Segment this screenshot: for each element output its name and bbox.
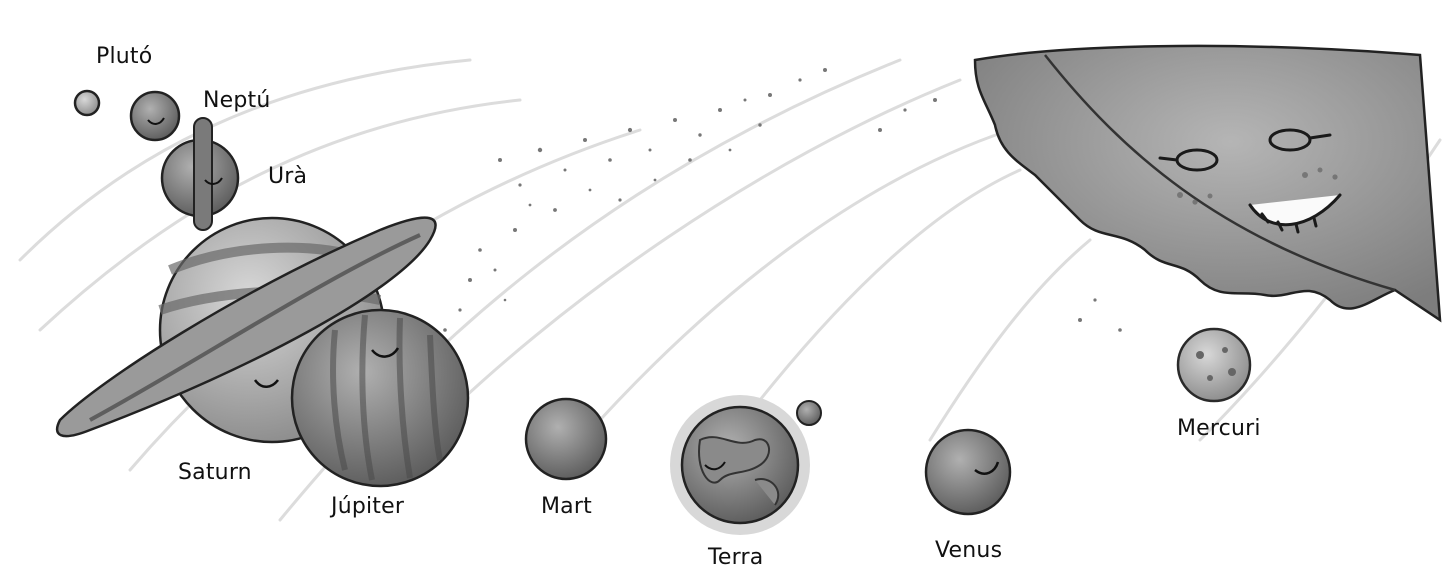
planet-neptune <box>129 90 181 142</box>
label-mars: Mart <box>541 494 592 519</box>
planet-jupiter <box>290 308 470 488</box>
asteroid-belt <box>443 68 1122 332</box>
label-earth: Terra <box>708 545 764 570</box>
label-venus: Venus <box>935 538 1003 563</box>
planet-mars <box>524 397 608 481</box>
label-neptune: Neptú <box>203 88 271 113</box>
earth-globe-icon <box>698 436 780 506</box>
label-uranus: Urà <box>268 164 308 189</box>
label-mercury: Mercuri <box>1177 416 1261 441</box>
label-jupiter: Júpiter <box>331 494 405 519</box>
sun-face <box>1158 128 1342 234</box>
planet-pluto <box>73 89 101 117</box>
planet-earth <box>670 395 822 535</box>
label-saturn: Saturn <box>178 460 252 485</box>
sun-icon <box>973 44 1442 323</box>
planet-uranus <box>160 117 240 231</box>
planet-venus <box>924 428 1012 516</box>
label-pluto: Plutó <box>96 44 153 69</box>
moon <box>796 400 822 426</box>
planet-mercury <box>1176 327 1252 403</box>
